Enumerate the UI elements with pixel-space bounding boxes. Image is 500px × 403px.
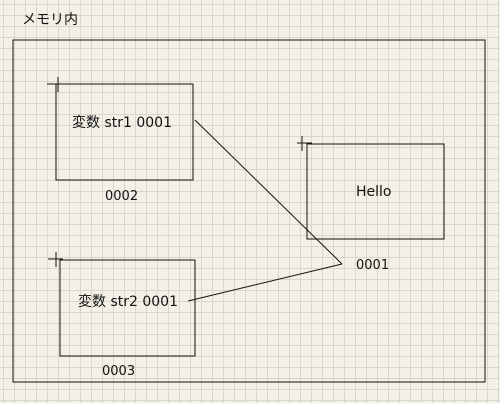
- str2-reference-line: [187, 263, 343, 302]
- hello-address: 0001: [356, 258, 390, 273]
- hello-box: [306, 143, 445, 240]
- str1-reference-line: [194, 119, 343, 265]
- str1-label: 変数 str1 0001: [72, 115, 172, 131]
- str1-address: 0002: [105, 189, 139, 204]
- memory-frame: [12, 39, 486, 383]
- str2-address: 0003: [102, 364, 136, 379]
- memory-title: メモリ内: [22, 12, 78, 28]
- str2-box: [59, 259, 196, 357]
- str2-label: 変数 str2 0001: [78, 294, 178, 310]
- hello-label: Hello: [356, 184, 392, 200]
- str1-box: [55, 83, 194, 181]
